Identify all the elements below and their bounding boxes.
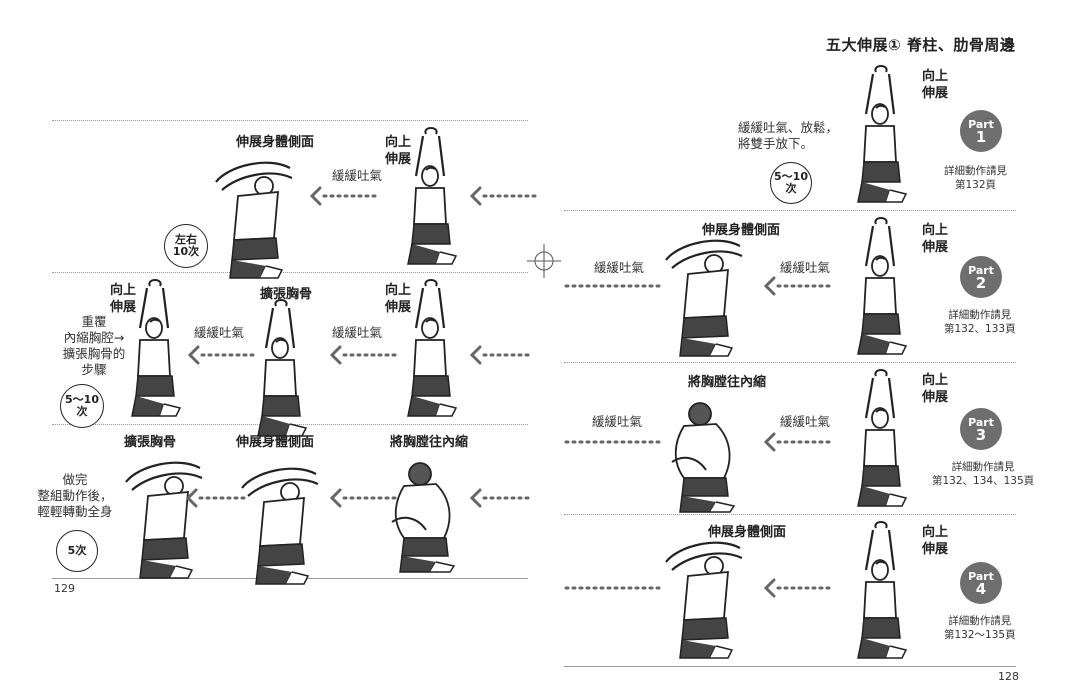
kneeling-stretch-figure xyxy=(856,368,908,508)
divider xyxy=(52,120,528,121)
page-number-left: 129 xyxy=(54,582,75,595)
detail-reference: 詳細動作請見 第132頁 xyxy=(944,165,1007,191)
detail-reference: 詳細動作請見 第132、134、135頁 xyxy=(932,461,1035,487)
label-side-stretch: 伸展身體側面 xyxy=(236,135,315,150)
kneeling-stretch-figure xyxy=(856,520,908,660)
dotted-left-arrow-icon xyxy=(470,345,530,365)
count-badge: 5〜10 次 xyxy=(770,162,812,204)
kneeling-stretch-figure xyxy=(406,278,458,418)
part-number: 1 xyxy=(975,128,987,146)
label-stretch-up: 向上 伸展 xyxy=(922,525,949,557)
label-side-stretch: 伸展身體側面 xyxy=(702,223,781,238)
breath-note: 緩緩吐氣 xyxy=(592,414,643,429)
divider xyxy=(564,210,1016,211)
kneeling-stretch-figure xyxy=(664,239,744,358)
crosshair-icon xyxy=(527,244,561,278)
dotted-left-arrow-icon xyxy=(764,578,836,598)
divider xyxy=(564,514,1016,515)
kneeling-stretch-figure xyxy=(406,126,458,266)
breath-note: 緩緩吐氣 xyxy=(194,325,245,340)
label-side-stretch: 伸展身體側面 xyxy=(236,435,315,450)
part-number: 2 xyxy=(975,274,987,292)
dotted-line xyxy=(564,440,662,444)
part-number: 4 xyxy=(975,580,987,598)
part-badge: Part 1 xyxy=(960,110,1002,152)
dotted-left-arrow-icon xyxy=(470,186,542,206)
dotted-left-arrow-icon xyxy=(310,186,382,206)
dotted-line xyxy=(564,586,662,590)
breath-note: 緩緩吐氣 xyxy=(594,260,645,275)
count-badge: 5〜10 次 xyxy=(60,384,104,428)
kneeling-stretch-figure xyxy=(130,278,182,418)
label-contract-chest: 將胸膛往內縮 xyxy=(390,435,469,450)
label-side-stretch: 伸展身體側面 xyxy=(708,525,787,540)
divider xyxy=(564,666,1016,667)
dotted-left-arrow-icon xyxy=(330,488,402,508)
part-badge: Part 3 xyxy=(960,408,1002,450)
page-title: 五大伸展① 脊柱、肋骨周邊 xyxy=(826,36,1016,54)
label-stretch-up: 向上 伸展 xyxy=(922,223,949,255)
breath-note: 緩緩吐氣 xyxy=(780,414,831,429)
kneeling-stretch-figure xyxy=(240,467,320,586)
dotted-line xyxy=(564,284,662,288)
kneeling-contract-figure xyxy=(391,462,455,573)
dotted-left-arrow-icon xyxy=(764,432,836,452)
label-stretch-up: 向上 伸展 xyxy=(922,373,949,405)
detail-reference: 詳細動作請見 第132〜135頁 xyxy=(944,615,1016,641)
page-number-right: 128 xyxy=(998,670,1019,683)
label-stretch-up: 向上 伸展 xyxy=(922,69,949,101)
part-label: Part xyxy=(968,570,994,583)
part-number: 3 xyxy=(975,426,987,444)
label-contract-chest: 將胸膛往內縮 xyxy=(688,375,767,390)
part-badge: Part 4 xyxy=(960,562,1002,604)
finish-note: 做完 整組動作後， 輕輕轉動全身 xyxy=(37,472,113,519)
dotted-left-arrow-icon xyxy=(188,345,260,365)
repeat-note: 重覆 內縮胸腔→ 擴張胸骨的 步驟 xyxy=(62,314,126,377)
part-label: Part xyxy=(968,264,994,277)
breath-note: 緩緩吐氣 xyxy=(780,260,831,275)
kneeling-stretch-figure xyxy=(856,216,908,356)
breath-note: 緩緩吐氣 xyxy=(332,325,383,340)
dotted-left-arrow-icon xyxy=(186,488,246,508)
count-badge: 左右 10次 xyxy=(164,224,208,268)
kneeling-stretch-figure xyxy=(664,541,744,660)
label-stretch-up: 向上 伸展 xyxy=(385,135,412,167)
kneeling-stretch-figure xyxy=(856,64,908,204)
release-note: 緩緩吐氣、放鬆， 將雙手放下。 xyxy=(738,120,839,151)
part-badge: Part 2 xyxy=(960,256,1002,298)
label-expand-chest: 擴張胸骨 xyxy=(124,435,177,450)
label-expand-chest: 擴張胸骨 xyxy=(260,287,313,302)
divider xyxy=(52,272,528,273)
label-stretch-up: 向上 伸展 xyxy=(385,283,412,315)
dotted-left-arrow-icon xyxy=(330,345,402,365)
count-badge: 5次 xyxy=(56,530,98,572)
detail-reference: 詳細動作請見 第132、133頁 xyxy=(944,309,1016,335)
part-label: Part xyxy=(968,416,994,429)
dotted-left-arrow-icon xyxy=(764,276,836,296)
part-label: Part xyxy=(968,118,994,131)
kneeling-stretch-figure xyxy=(124,461,204,580)
divider xyxy=(564,362,1016,363)
kneeling-stretch-figure xyxy=(214,161,294,280)
label-stretch-up: 向上 伸展 xyxy=(110,283,137,315)
breath-note: 緩緩吐氣 xyxy=(332,168,383,183)
kneeling-contract-figure xyxy=(671,402,735,513)
dotted-left-arrow-icon xyxy=(470,488,530,508)
